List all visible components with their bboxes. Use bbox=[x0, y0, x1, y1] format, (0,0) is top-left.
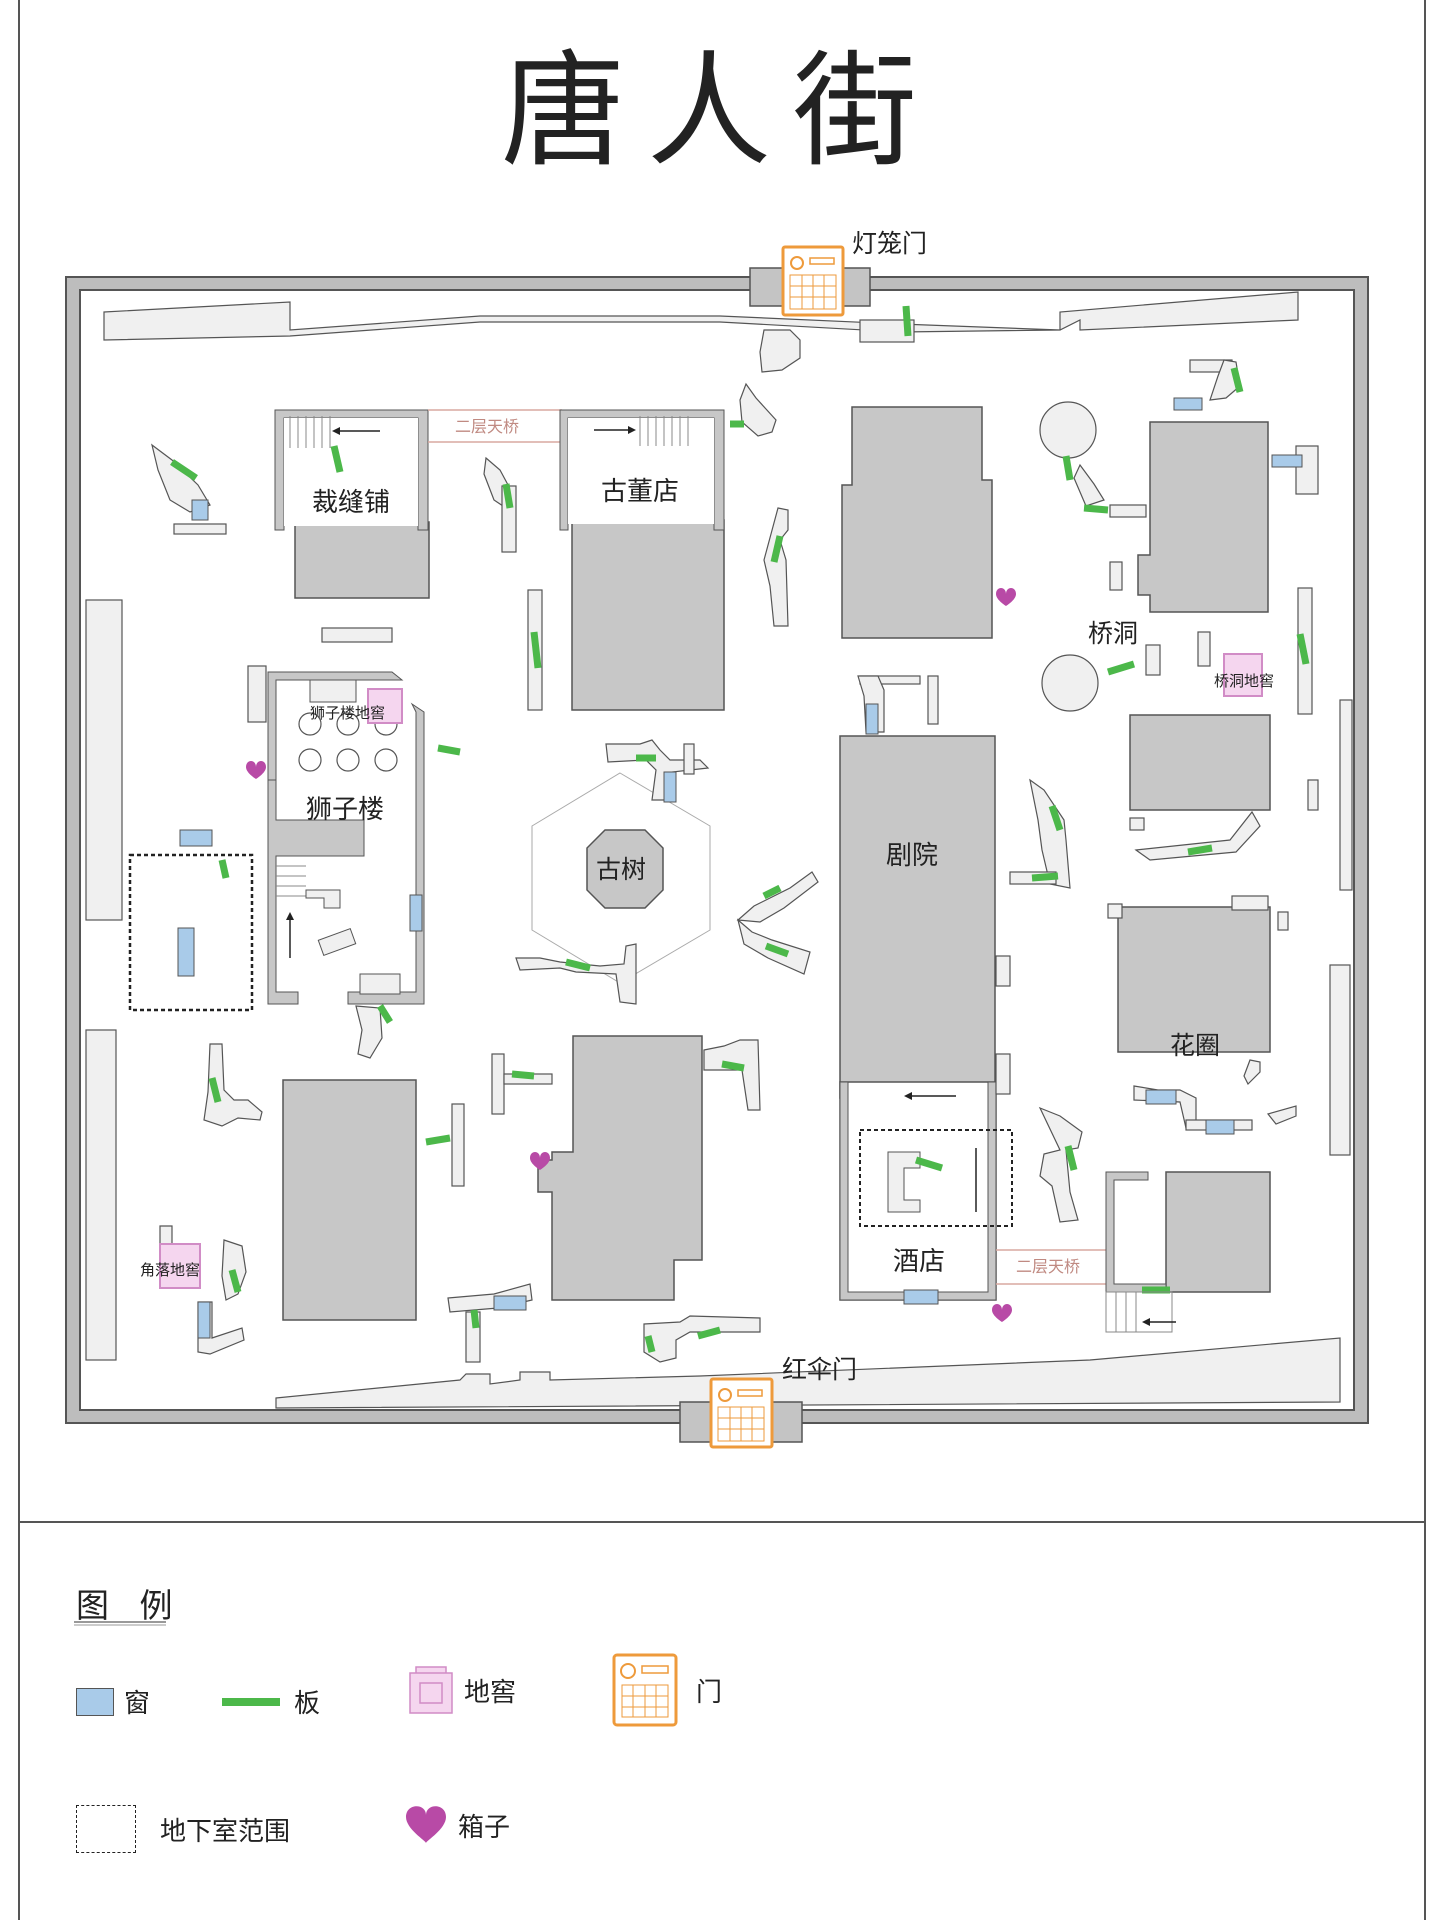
sky-bridge-north-label: 二层天桥 bbox=[455, 417, 519, 436]
legend-box-label: 箱子 bbox=[458, 1812, 511, 1843]
gate-bottom-label: 红伞门 bbox=[782, 1355, 857, 1384]
cellar-icon bbox=[409, 1666, 453, 1714]
antique-label: 古董店 bbox=[601, 477, 679, 507]
page-title: 唐人街 bbox=[500, 40, 939, 184]
corner-cellar-label: 角落地窖 bbox=[140, 1261, 200, 1279]
gate-top bbox=[749, 245, 871, 317]
legend-item-board: 板 bbox=[222, 1683, 320, 1720]
box-icon bbox=[992, 1304, 1012, 1322]
windows bbox=[177, 397, 1303, 1339]
building-south-east bbox=[1105, 1171, 1271, 1293]
frame-left-border bbox=[18, 0, 20, 1920]
box-icon bbox=[246, 761, 266, 779]
legend-door-label: 门 bbox=[696, 1677, 723, 1708]
building-theatre bbox=[839, 735, 996, 1099]
old-tree-label: 古树 bbox=[596, 855, 646, 884]
bridge-cave-label: 桥洞 bbox=[1088, 619, 1138, 648]
legend-board-label: 板 bbox=[294, 1689, 321, 1719]
perimeter-structures bbox=[85, 291, 1353, 1409]
legend-title: 图 例 bbox=[76, 1586, 183, 1625]
bridge-cellar-label: 桥洞地窖 bbox=[1214, 672, 1274, 690]
legend-divider bbox=[18, 1521, 1426, 1523]
legend: 图 例 窗 板 地窖 门 地下室范围 箱子 bbox=[0, 1525, 1440, 1920]
chinatown-map[interactable]: 灯笼门 红伞门 裁缝铺 二层天桥 古董店 桥洞 花圈 剧院 bbox=[0, 0, 1440, 1520]
hotel-label: 酒店 bbox=[893, 1247, 945, 1277]
lion-cellar-label: 狮子楼地窖 bbox=[310, 704, 385, 722]
box-heart-icon bbox=[406, 1806, 446, 1843]
stairs-south-east bbox=[1105, 1291, 1173, 1333]
legend-item-cellar: 地窖 bbox=[408, 1665, 516, 1715]
legend-cellar-label: 地窖 bbox=[464, 1677, 517, 1708]
box-icon bbox=[996, 588, 1016, 606]
legend-item-basement-area: 地下室范围 bbox=[76, 1805, 290, 1853]
legend-basement-label: 地下室范围 bbox=[160, 1816, 291, 1847]
lion-tower-label: 狮子楼 bbox=[306, 795, 384, 825]
legend-item-box: 箱子 bbox=[404, 1805, 510, 1845]
box-icon bbox=[530, 1152, 550, 1170]
building-north-east bbox=[1137, 421, 1269, 613]
building-antique bbox=[559, 409, 725, 711]
corner-cellar-icon bbox=[159, 1243, 201, 1289]
box-icons bbox=[246, 588, 1016, 1322]
sky-bridge-south bbox=[996, 1249, 1106, 1285]
building-south-west bbox=[282, 1079, 417, 1321]
legend-window-label: 窗 bbox=[124, 1689, 151, 1719]
theatre-label: 剧院 bbox=[886, 841, 938, 871]
basement-area-icon bbox=[76, 1805, 136, 1853]
legend-item-window: 窗 bbox=[76, 1683, 150, 1720]
legend-item-door: 门 bbox=[612, 1653, 722, 1727]
gate-top-label: 灯笼门 bbox=[852, 229, 927, 258]
flower-bed-label: 花圈 bbox=[1170, 1031, 1220, 1060]
legend-title-underline bbox=[74, 1621, 166, 1623]
building-south-center bbox=[537, 1035, 703, 1301]
sky-bridge-north bbox=[428, 409, 562, 443]
sky-bridge-south-label: 二层天桥 bbox=[1016, 1257, 1080, 1276]
window-icon bbox=[76, 1687, 114, 1716]
board-icon bbox=[222, 1697, 280, 1706]
building-hotel bbox=[839, 1081, 1013, 1301]
basement-area-west bbox=[128, 853, 254, 1012]
tailor-label: 裁缝铺 bbox=[312, 488, 390, 518]
building-tailor bbox=[274, 409, 430, 599]
frame-right-border bbox=[1424, 0, 1426, 1920]
building-north-center bbox=[841, 406, 993, 639]
building-flower-bed bbox=[1117, 906, 1271, 1053]
lion-cellar-icon bbox=[367, 688, 403, 724]
bridge-cellar-icon bbox=[1223, 653, 1263, 697]
boards bbox=[170, 305, 1310, 1353]
bridge-cave bbox=[1039, 401, 1099, 712]
door-icon bbox=[612, 1653, 678, 1727]
gate-bottom bbox=[679, 1377, 803, 1449]
building-east-mid bbox=[1129, 714, 1271, 811]
